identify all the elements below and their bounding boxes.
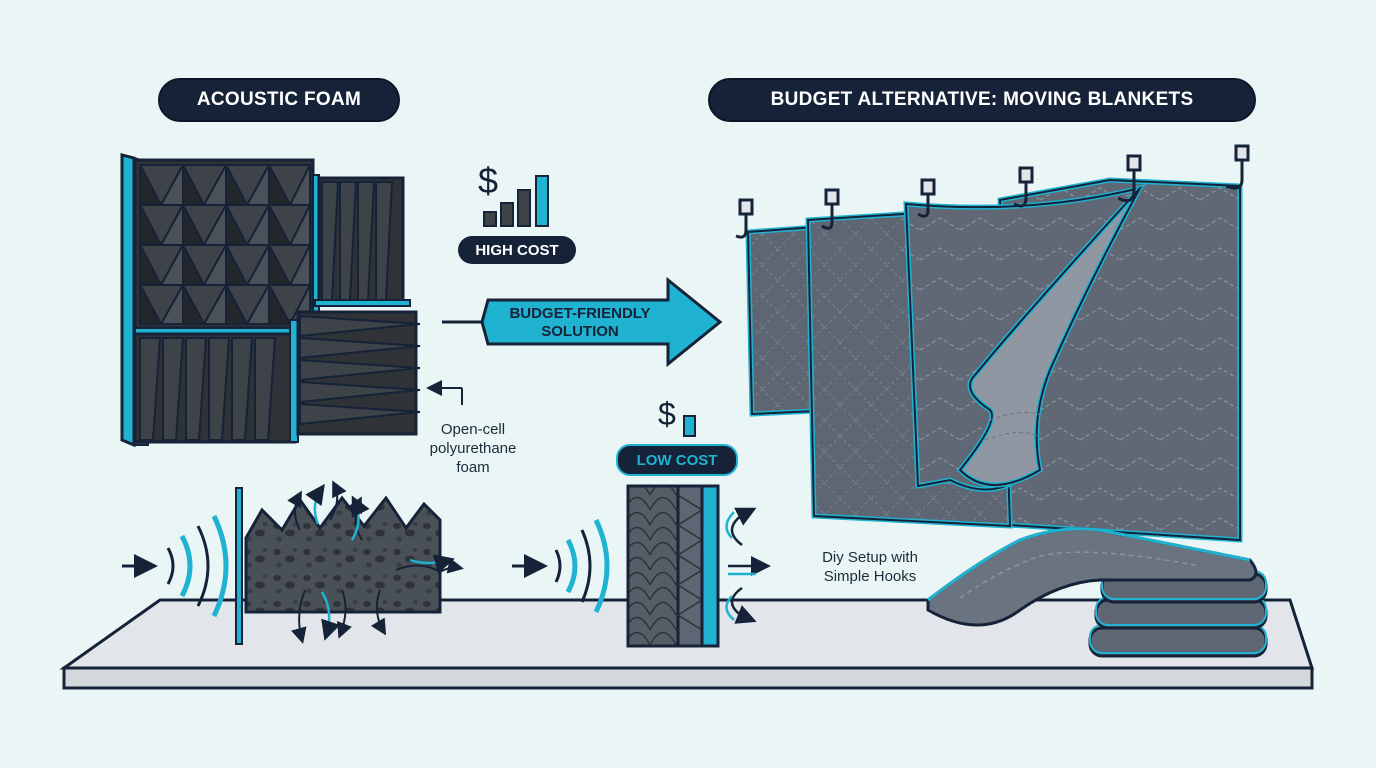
- blanket-cross-section: [626, 484, 720, 648]
- arrow-icon: [442, 276, 723, 368]
- foam-material-callout: Open-cell polyurethane foam: [408, 420, 538, 477]
- reflect-arrows: [728, 507, 771, 624]
- foam-callout-line3: foam: [456, 459, 490, 476]
- cost-bars-icon: [483, 175, 549, 227]
- arrow-label-line2: SOLUTION: [541, 323, 619, 340]
- dollar-icon: $: [478, 160, 499, 201]
- foam-cross-section: [244, 495, 442, 614]
- moving-blankets: [745, 177, 1243, 543]
- arrow-label-line1: BUDGET-FRIENDLY: [509, 305, 651, 322]
- sound-wave-icon-2: [512, 518, 610, 614]
- hooks-callout-line1: Diy Setup with: [822, 549, 918, 566]
- low-cost-bar-icon: [683, 415, 696, 437]
- title-moving-blankets: BUDGET ALTERNATIVE: MOVING BLANKETS: [708, 78, 1256, 122]
- folded-blanket-stack: [926, 527, 1268, 658]
- arrow-label: BUDGET-FRIENDLY SOLUTION: [490, 305, 670, 341]
- low-cost-badge: LOW COST: [616, 444, 738, 476]
- foam-callout-line1: Open-cell: [440, 421, 506, 438]
- foam-callout-line2: polyurethane: [429, 440, 517, 457]
- hook-icon: [735, 144, 1250, 239]
- sound-wave-icon: [122, 514, 229, 618]
- title-acoustic-foam: ACOUSTIC FOAM: [158, 78, 400, 122]
- acoustic-foam-panels: [120, 153, 421, 448]
- high-cost-badge: HIGH COST: [458, 236, 576, 264]
- dollar-icon-low: $: [658, 396, 676, 432]
- hooks-callout-line2: Simple Hooks: [823, 568, 917, 585]
- foam-wall-edge: [235, 487, 243, 645]
- hooks-callout: Diy Setup with Simple Hooks: [800, 548, 940, 586]
